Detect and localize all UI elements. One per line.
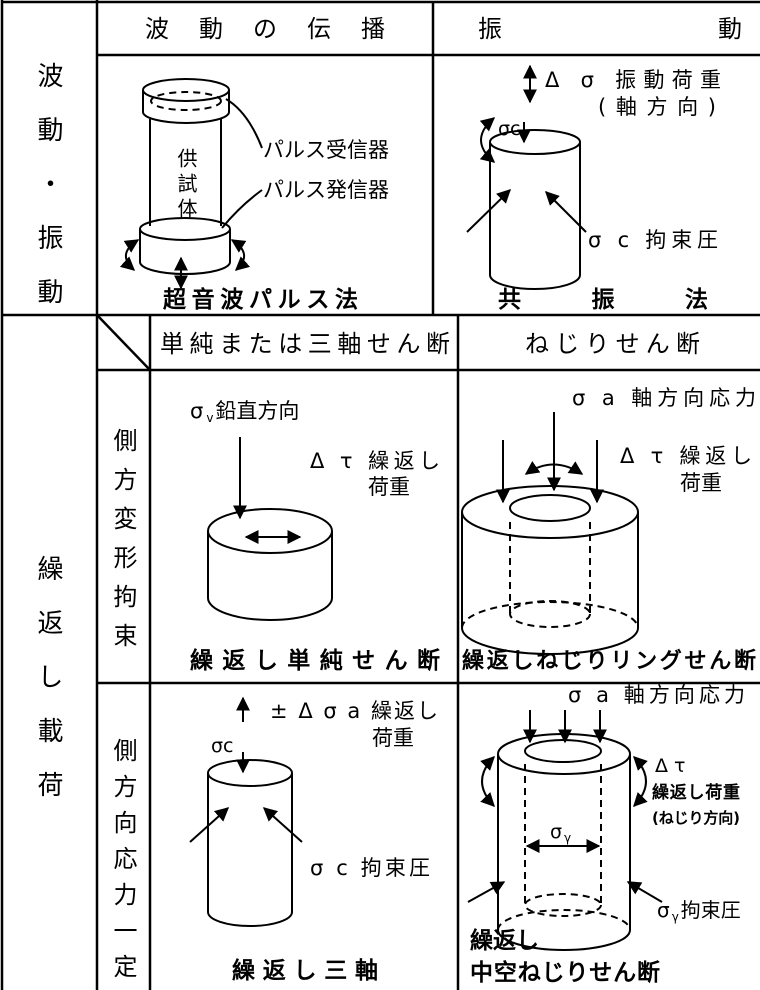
hollow-delta-tau: Δ τ bbox=[655, 755, 685, 777]
hollow-torsion-left-curved-arrow bbox=[480, 756, 495, 808]
hollow-confining-symbol: σ bbox=[657, 898, 670, 922]
disk-top-ellipse bbox=[207, 508, 333, 554]
vertical-stress-text: 鉛直方向 bbox=[215, 399, 299, 423]
ring-outer-bottom-hidden-arc bbox=[461, 601, 639, 629]
row-label-lateral-constraint: 側方変形拘束 bbox=[109, 428, 137, 662]
triaxial-confining-left-arrow bbox=[189, 807, 230, 843]
hollow-torsion-diagram bbox=[467, 710, 663, 951]
disk-bottom-arc bbox=[207, 597, 333, 621]
triaxial-method-name: 繰返し三軸 bbox=[232, 957, 378, 984]
row-label-lateral-stress-constant: 側方向応力一定 bbox=[109, 738, 137, 990]
header-vibration: 振 動 bbox=[478, 15, 742, 43]
row-label-wave-vibration: 波動・振動 bbox=[33, 62, 63, 332]
left-rotation-arrow bbox=[119, 239, 140, 271]
axial-note: (軸方向) bbox=[598, 95, 716, 119]
hollow-confining-text: 拘束圧 bbox=[681, 898, 741, 922]
hollow-inner-bottom-hidden-ellipse bbox=[524, 893, 602, 917]
confining-pressure-label: σ c 拘束圧 bbox=[588, 228, 718, 252]
simple-shear-method-name: 繰返し単純せん断 bbox=[190, 647, 440, 674]
ring-shear-load-label: 荷重 bbox=[680, 471, 722, 495]
ring-shear-diagram bbox=[461, 412, 639, 655]
cylinder-bottom-arc bbox=[489, 274, 581, 290]
transmitter-bottom-arc bbox=[139, 261, 231, 275]
receiver-label: パルス受信器 bbox=[263, 138, 389, 162]
triaxial-confining-label: σ c 拘束圧 bbox=[310, 856, 430, 880]
triaxial-sigma-c-symbol: σc bbox=[211, 735, 234, 757]
simple-shear-load-label: 荷重 bbox=[368, 475, 410, 499]
confining-right-arrow bbox=[545, 191, 587, 233]
ring-inner-bottom-hidden-ellipse bbox=[509, 600, 591, 628]
header-wave-propagation: 波 動 の 伝 播 bbox=[145, 15, 385, 43]
specimen-label: 供試体 bbox=[174, 148, 198, 223]
right-rotation-arrow bbox=[230, 239, 251, 271]
hollow-outer-bottom-hidden-arc bbox=[497, 909, 631, 931]
hollow-inner-top-ellipse bbox=[524, 739, 602, 763]
ultrasonic-method-name: 超音波パルス法 bbox=[163, 286, 358, 313]
receiver-inner-dashed-ellipse bbox=[150, 91, 222, 111]
hollow-direction-note: (ねじり方向) bbox=[652, 809, 740, 827]
triaxial-confining-right-arrow bbox=[262, 807, 303, 843]
triaxial-load-label: 荷重 bbox=[372, 726, 414, 750]
receiver-top-ellipse bbox=[142, 78, 230, 102]
vertical-stress-subscript: v bbox=[206, 411, 213, 425]
triaxial-top-ellipse bbox=[207, 759, 293, 787]
hollow-confining-subscript: γ bbox=[672, 910, 679, 924]
torsion-curved-arrow bbox=[479, 117, 496, 163]
simple-shear-diagram bbox=[207, 437, 333, 621]
resonance-specimen-diagram bbox=[466, 64, 587, 290]
triaxial-diagram bbox=[189, 696, 303, 927]
vibration-load-label: Δ σ 振動荷重 bbox=[545, 68, 721, 92]
hollow-method-line1: 繰返し bbox=[470, 927, 539, 954]
hollow-method-line2: 中空ねじりせん断 bbox=[470, 959, 660, 986]
transmitter-leader-line bbox=[221, 189, 263, 229]
transmitter-label: パルス発信器 bbox=[263, 178, 389, 202]
ring-outer-bottom-arc bbox=[461, 627, 639, 655]
hollow-confining-right-arrow bbox=[626, 881, 663, 903]
torsion-double-arc-arrow bbox=[524, 461, 584, 475]
triaxial-bottom-arc bbox=[207, 911, 293, 927]
hollow-torsion-right-curved-arrow bbox=[633, 756, 648, 808]
header-corner-diagonal bbox=[96, 314, 151, 371]
radial-stress-symbol: σ bbox=[550, 821, 562, 843]
receiver-leader-line bbox=[225, 98, 263, 149]
ring-shear-method-name: 繰返しねじりリングせん断 bbox=[462, 648, 756, 674]
ultrasonic-specimen-diagram bbox=[119, 78, 263, 290]
radial-stress-subscript: γ bbox=[564, 831, 571, 845]
confining-left-arrow bbox=[466, 189, 512, 233]
vertical-stress-symbol: σ bbox=[190, 399, 203, 423]
hollow-confining-left-arrow bbox=[467, 881, 506, 903]
hollow-cyclic-load-label: 繰返し荷重 bbox=[652, 782, 740, 803]
resonance-method-name: 共 振 法 bbox=[498, 286, 708, 313]
ring-inner-top-ellipse bbox=[509, 494, 591, 522]
ring-shear-cyclic-label: Δ τ 繰返し bbox=[620, 444, 752, 468]
ring-shear-axial-label: σ a 軸方向応力 bbox=[572, 386, 756, 410]
header-simple-triaxial-shear: 単純または三軸せん断 bbox=[160, 330, 450, 358]
receiver-bottom-arc bbox=[142, 111, 230, 124]
simple-shear-cyclic-label: Δ τ 繰返し bbox=[310, 449, 440, 473]
hollow-outer-bottom-arc bbox=[497, 929, 631, 951]
ring-outer-top-ellipse bbox=[461, 485, 639, 539]
hollow-axial-label: σ a 軸方向応力 bbox=[568, 683, 745, 707]
row-label-cyclic-loading: 繰返し載荷 bbox=[33, 555, 63, 825]
triaxial-cyclic-label: ± Δ σ a 繰返し bbox=[270, 699, 438, 723]
sigma-c-symbol: σc bbox=[498, 118, 521, 140]
header-torsional-shear: ねじりせん断 bbox=[525, 330, 700, 358]
